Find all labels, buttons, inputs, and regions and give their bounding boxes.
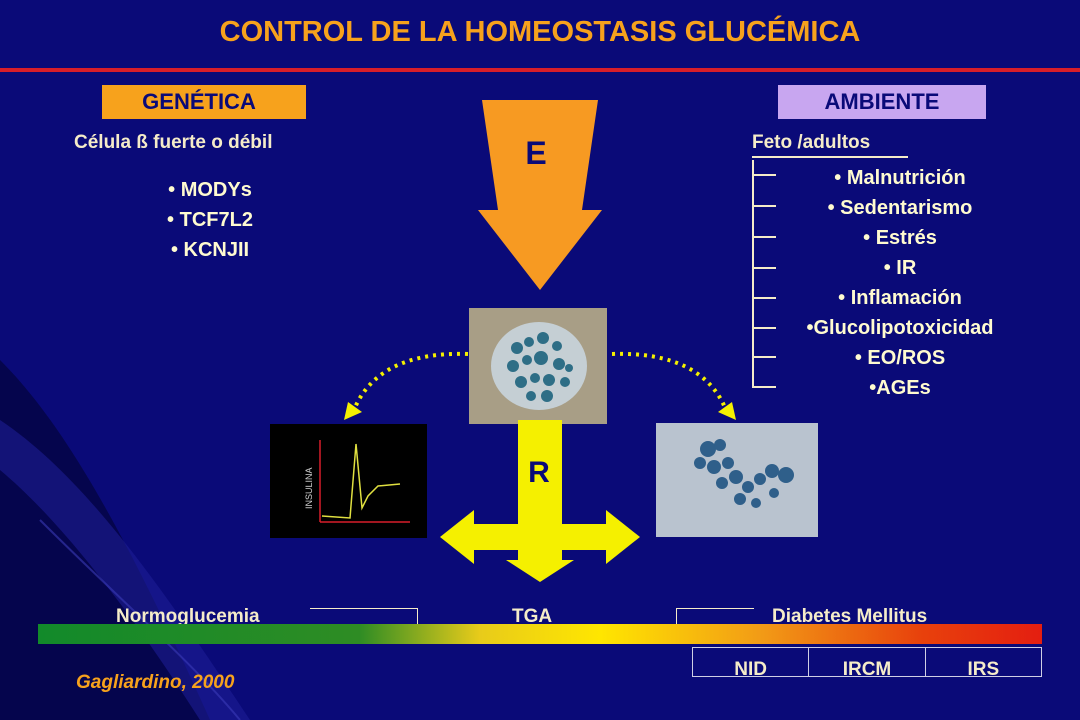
stage-bracket-tick (417, 608, 418, 624)
stage-tga: TGA (512, 606, 553, 627)
diabetes-type-ircm: IRCM (809, 648, 926, 676)
ambiente-item: • Estrés (863, 227, 937, 249)
insulin-graph: INSULINA (270, 424, 427, 538)
diabetes-type-nid: NID (693, 648, 810, 676)
ambiente-subtitle-underline (752, 156, 908, 158)
ambiente-item: •AGEs (869, 377, 931, 399)
regulation-arrow-label: R (528, 456, 550, 489)
stage-normoglucemia: Normoglucemia (116, 606, 260, 627)
genetica-item: • MODYs (168, 179, 252, 201)
stage-diabetes: Diabetes Mellitus (772, 606, 928, 627)
diabetes-type-irs: IRS (967, 659, 1000, 676)
ambiente-tag: AMBIENTE (778, 85, 986, 119)
glycemia-spectrum-bar (38, 624, 1042, 644)
ambiente-item: • Sedentarismo (827, 197, 973, 219)
genetica-list: • MODYs • TCF7L2 • KCNJII (110, 175, 310, 265)
citation: Gagliardino, 2000 (76, 672, 235, 693)
environment-arrow: E (478, 100, 602, 290)
genetica-subtitle: Célula ß fuerte o débil (74, 132, 273, 153)
genetica-tag: GENÉTICA (102, 85, 306, 119)
dotted-arrow-left (344, 351, 469, 420)
ambiente-bracket (752, 160, 776, 388)
genetica-item: • TCF7L2 (167, 209, 253, 231)
ambiente-item: •Glucolipotoxicidad (806, 317, 994, 339)
islet-image-center (469, 308, 607, 424)
ambiente-subtitle: Feto /adultos (752, 132, 871, 153)
environment-arrow-label: E (525, 135, 546, 171)
title-divider (0, 68, 1080, 72)
genetica-item: • KCNJII (170, 239, 250, 261)
islet-image-right (656, 423, 818, 537)
stage-bracket-line (310, 608, 418, 609)
ambiente-item: • IR (883, 257, 917, 279)
ambiente-item: • Malnutrición (834, 167, 966, 189)
stage-bracket-tick (676, 608, 677, 624)
dotted-arrow-right (611, 351, 736, 420)
graph-y-label: INSULINA (304, 467, 314, 509)
ambiente-item: • EO/ROS (854, 347, 946, 369)
ambiente-item: • Inflamación (838, 287, 962, 309)
slide-title: CONTROL DE LA HOMEOSTASIS GLUCÉMICA (219, 16, 861, 48)
regulation-arrow: R (440, 420, 640, 582)
ambiente-list: • Malnutrición • Sedentarismo • Estrés •… (760, 163, 1040, 403)
diabetes-types-table: NID IRCM IRS (692, 647, 1042, 677)
stage-bracket-line (676, 608, 754, 609)
